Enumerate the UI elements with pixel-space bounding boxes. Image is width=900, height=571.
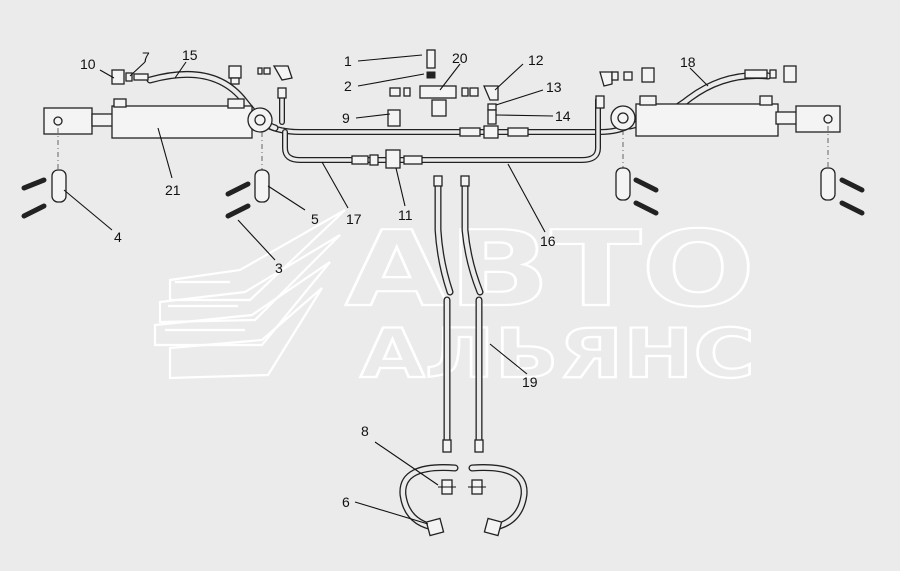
callout-21: 21 [165, 182, 181, 198]
callout-7: 7 [142, 49, 150, 65]
callout-3: 3 [275, 260, 283, 276]
axis-lines [57, 126, 829, 172]
watermark-line1: АВТО [345, 208, 755, 330]
callout-15: 15 [182, 47, 198, 63]
pins [21, 167, 865, 219]
watermark-line2: АЛЬЯНС [360, 315, 755, 394]
watermark: АВТО АЛЬЯНС [153, 207, 756, 395]
callout-6: 6 [342, 494, 350, 510]
bottom-hose-loop [399, 464, 528, 537]
callout-12: 12 [528, 52, 544, 68]
callout-16: 16 [540, 233, 556, 249]
callout-14: 14 [555, 108, 571, 124]
fittings [111, 49, 797, 169]
callout-17: 17 [346, 211, 362, 227]
callout-1: 1 [344, 53, 352, 69]
callout-8: 8 [361, 423, 369, 439]
right-cylinder [610, 95, 841, 137]
callouts: 1 2 3 4 5 6 7 8 9 10 11 12 13 14 15 16 1… [80, 47, 696, 510]
left-cylinder [43, 98, 273, 139]
callout-10: 10 [80, 56, 96, 72]
callout-5: 5 [311, 211, 319, 227]
callout-20: 20 [452, 50, 468, 66]
callout-18: 18 [680, 54, 696, 70]
watermark-logo [153, 209, 346, 380]
callout-4: 4 [114, 229, 122, 245]
callout-19: 19 [522, 374, 538, 390]
callout-13: 13 [546, 79, 562, 95]
hoses-19 [433, 175, 484, 453]
pipe-loop [255, 92, 643, 163]
leader-lines [63, 54, 709, 525]
callout-2: 2 [344, 78, 352, 94]
callout-9: 9 [342, 110, 350, 126]
callout-11: 11 [398, 207, 413, 223]
